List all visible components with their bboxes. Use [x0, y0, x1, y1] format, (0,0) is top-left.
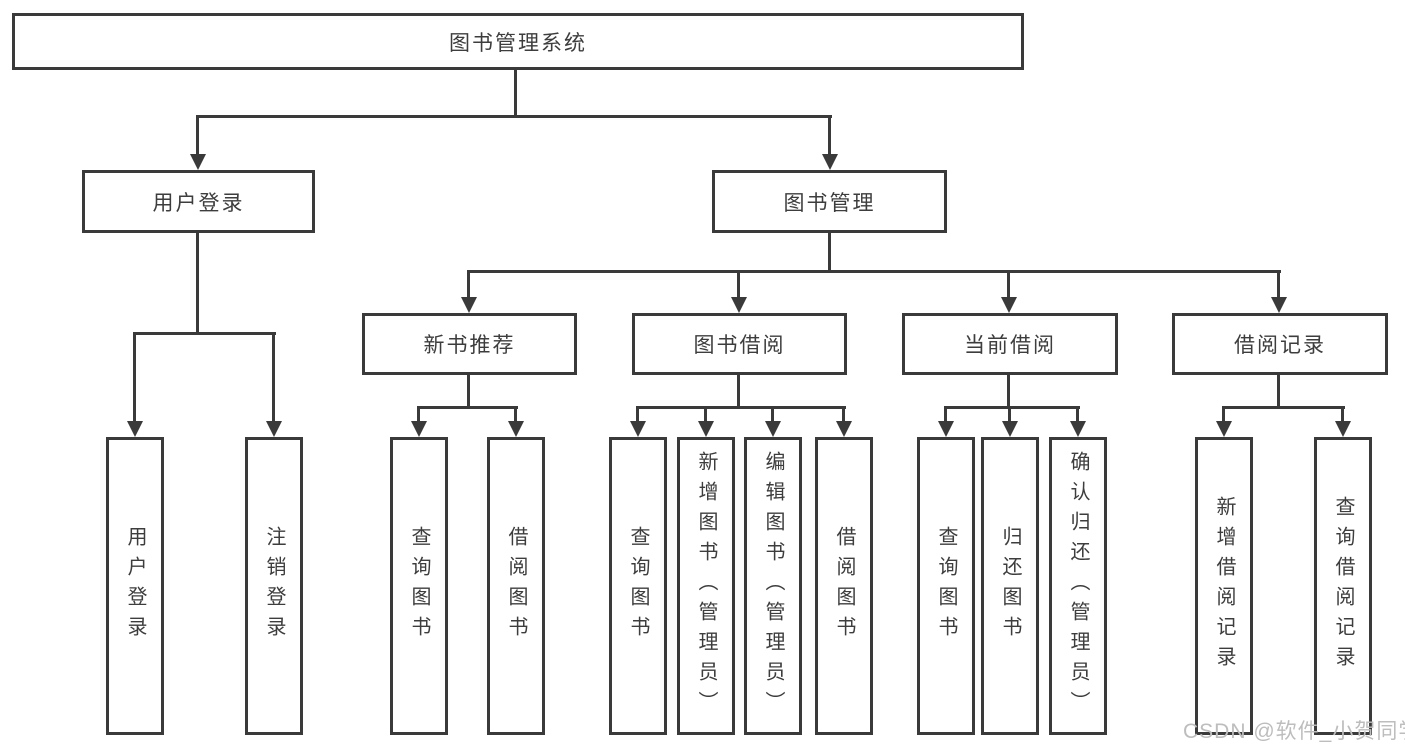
arrowhead-down-icon: [127, 421, 143, 437]
node-label: 当前借阅: [964, 334, 1056, 357]
node-label: 查询图书: [935, 526, 957, 646]
connector-vline: [1007, 270, 1010, 300]
arrowhead-down-icon: [630, 421, 646, 437]
connector-vline: [514, 406, 517, 422]
node-new-book-recommend: 新书推荐: [362, 313, 577, 375]
connector-vline: [196, 231, 199, 335]
connector-hline: [944, 406, 1080, 409]
node-label: 编辑图书（管理员）: [762, 451, 784, 721]
node-label: 借阅图书: [833, 526, 855, 646]
connector-vline: [1277, 373, 1280, 409]
arrowhead-down-icon: [1070, 421, 1086, 437]
leaf-user-login: 用户登录: [106, 437, 164, 735]
node-book-borrowing: 图书借阅: [632, 313, 847, 375]
connector-vline: [417, 406, 420, 422]
leaf-add-books-admin: 新增图书（管理员）: [677, 437, 735, 735]
arrowhead-down-icon: [938, 421, 954, 437]
node-label: 借阅记录: [1234, 334, 1326, 357]
arrowhead-down-icon: [765, 421, 781, 437]
leaf-query-borrow-record: 查询借阅记录: [1314, 437, 1372, 735]
arrowhead-down-icon: [461, 297, 477, 313]
connector-vline: [1277, 270, 1280, 300]
node-user-login: 用户登录: [82, 170, 315, 233]
connector-vline: [828, 115, 831, 155]
node-label: 新增图书（管理员）: [695, 451, 717, 721]
arrowhead-down-icon: [411, 421, 427, 437]
connector-vline: [133, 332, 136, 422]
connector-vline: [842, 406, 845, 422]
connector-vline: [1007, 373, 1010, 409]
connector-vline: [467, 270, 470, 300]
node-label: 图书借阅: [693, 334, 786, 357]
connector-hline: [1222, 406, 1345, 409]
connector-vline: [704, 406, 707, 422]
connector-hline: [467, 270, 1281, 273]
arrowhead-down-icon: [1001, 297, 1017, 313]
leaf-logout: 注销登录: [245, 437, 303, 735]
connector-vline: [771, 406, 774, 422]
node-label: 确认归还（管理员）: [1067, 451, 1089, 721]
leaf-query-books-recommend: 查询图书: [390, 437, 448, 735]
connector-hline: [417, 406, 518, 409]
leaf-return-books: 归还图书: [981, 437, 1039, 735]
node-label: 图书管理系统: [449, 31, 587, 55]
connector-vline: [737, 270, 740, 300]
connector-vline: [1008, 406, 1011, 422]
connector-vline: [737, 373, 740, 409]
arrowhead-down-icon: [1216, 421, 1232, 437]
node-label: 注销登录: [263, 526, 285, 646]
connector-vline: [636, 406, 639, 422]
connector-vline: [514, 68, 517, 118]
csdn-watermark: CSDN @软件_小贺同学: [1183, 720, 1405, 743]
leaf-query-books-current: 查询图书: [917, 437, 975, 735]
connector-hline: [636, 406, 846, 409]
node-label: 借阅图书: [505, 526, 527, 646]
node-label: 新增借阅记录: [1213, 496, 1235, 676]
connector-vline: [467, 373, 470, 409]
arrowhead-down-icon: [508, 421, 524, 437]
arrowhead-down-icon: [190, 154, 206, 170]
connector-vline: [1222, 406, 1225, 422]
leaf-add-borrow-record: 新增借阅记录: [1195, 437, 1253, 735]
node-label: 用户登录: [152, 191, 245, 215]
connector-hline: [196, 115, 832, 118]
node-book-management: 图书管理: [712, 170, 947, 233]
node-label: 查询图书: [627, 526, 649, 646]
node-borrowing-records: 借阅记录: [1172, 313, 1388, 375]
connector-vline: [1341, 406, 1344, 422]
connector-vline: [196, 115, 199, 155]
arrowhead-down-icon: [266, 421, 282, 437]
node-library-management-system: 图书管理系统: [12, 13, 1024, 70]
leaf-confirm-return-admin: 确认归还（管理员）: [1049, 437, 1107, 735]
connector-vline: [272, 332, 275, 422]
arrowhead-down-icon: [1002, 421, 1018, 437]
connector-vline: [828, 231, 831, 273]
node-label: 新书推荐: [423, 334, 516, 357]
node-label: 归还图书: [999, 526, 1021, 646]
leaf-borrow-books: 借阅图书: [815, 437, 873, 735]
arrowhead-down-icon: [822, 154, 838, 170]
arrowhead-down-icon: [731, 297, 747, 313]
connector-hline: [133, 332, 276, 335]
leaf-borrow-books-recommend: 借阅图书: [487, 437, 545, 735]
node-current-borrowing: 当前借阅: [902, 313, 1118, 375]
arrowhead-down-icon: [836, 421, 852, 437]
arrowhead-down-icon: [698, 421, 714, 437]
connector-vline: [1076, 406, 1079, 422]
arrowhead-down-icon: [1335, 421, 1351, 437]
connector-vline: [944, 406, 947, 422]
node-label: 查询借阅记录: [1332, 496, 1354, 676]
leaf-query-books-borrowing: 查询图书: [609, 437, 667, 735]
leaf-edit-books-admin: 编辑图书（管理员）: [744, 437, 802, 735]
node-label: 查询图书: [408, 526, 430, 646]
node-label: 用户登录: [124, 526, 146, 646]
arrowhead-down-icon: [1271, 297, 1287, 313]
node-label: 图书管理: [783, 191, 876, 215]
